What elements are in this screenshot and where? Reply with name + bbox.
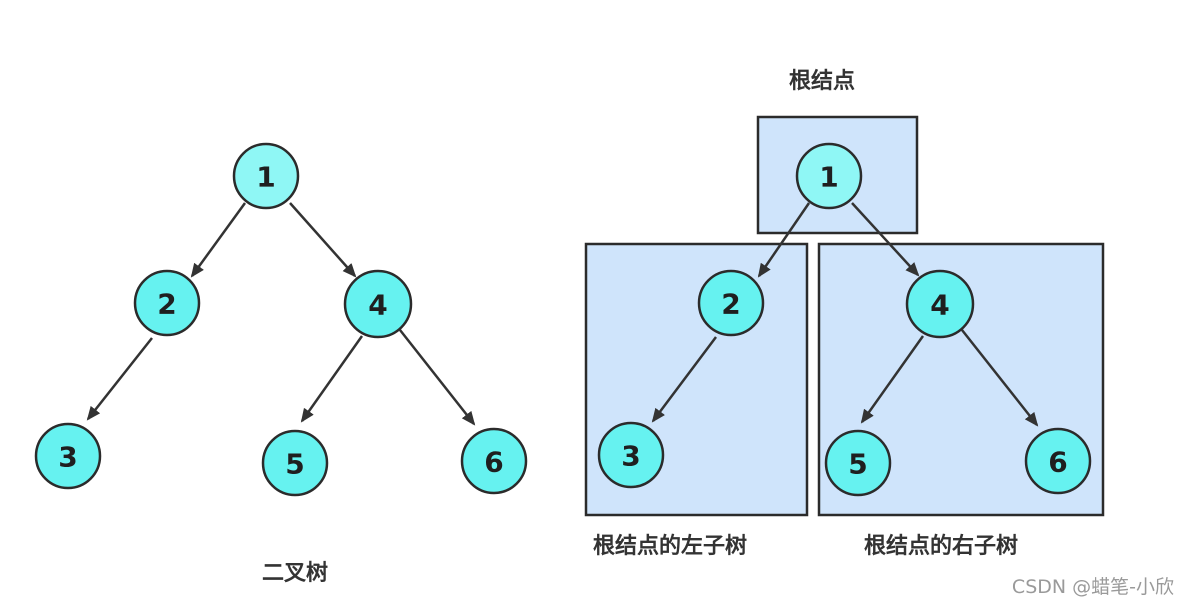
edge-1-4	[851, 202, 920, 277]
tree-node-4: 4	[343, 269, 413, 339]
node-label: 1	[256, 161, 275, 194]
right-subtree-diagram: 根结点 1 2 4 3 5	[584, 68, 1105, 559]
tree-node-6: 6	[1024, 427, 1092, 495]
node-label: 2	[157, 288, 176, 321]
node-label: 4	[368, 289, 387, 322]
watermark-text: CSDN @蜡笔-小欣	[1012, 576, 1174, 598]
tree-node-5: 5	[261, 429, 329, 497]
tree-node-2: 2	[133, 269, 201, 337]
root-node-caption: 根结点	[789, 68, 855, 94]
node-label: 6	[484, 446, 503, 479]
edge-4-6	[961, 329, 1039, 427]
node-label: 1	[819, 161, 838, 194]
tree-node-4: 4	[905, 269, 975, 339]
tree-node-6: 6	[460, 427, 528, 495]
tree-node-1: 1	[232, 142, 300, 210]
edge-1-2	[757, 202, 811, 278]
left-subtree-caption: 根结点的左子树	[593, 533, 747, 559]
edge-1-4	[289, 202, 357, 278]
node-label: 5	[285, 448, 304, 481]
binary-tree-caption: 二叉树	[262, 560, 328, 586]
tree-node-1: 1	[795, 142, 863, 210]
tree-node-2: 2	[697, 269, 765, 337]
node-label: 6	[1048, 446, 1067, 479]
edge-4-6	[399, 329, 476, 426]
tree-node-5: 5	[824, 429, 892, 497]
edge-4-5	[860, 335, 925, 424]
tree-node-3: 3	[597, 421, 665, 489]
edge-2-3	[86, 337, 153, 421]
node-label: 3	[621, 440, 640, 473]
node-label: 2	[721, 288, 740, 321]
tree-node-3: 3	[34, 422, 102, 490]
right-subtree-caption: 根结点的右子树	[864, 533, 1018, 559]
left-binary-tree: 1 2 4 3 5 6 二叉树	[34, 142, 528, 586]
node-label: 4	[930, 289, 949, 322]
node-label: 3	[58, 441, 77, 474]
edge-2-3	[651, 336, 717, 423]
edge-1-2	[190, 202, 247, 278]
edge-4-5	[300, 335, 364, 423]
node-label: 5	[848, 448, 867, 481]
